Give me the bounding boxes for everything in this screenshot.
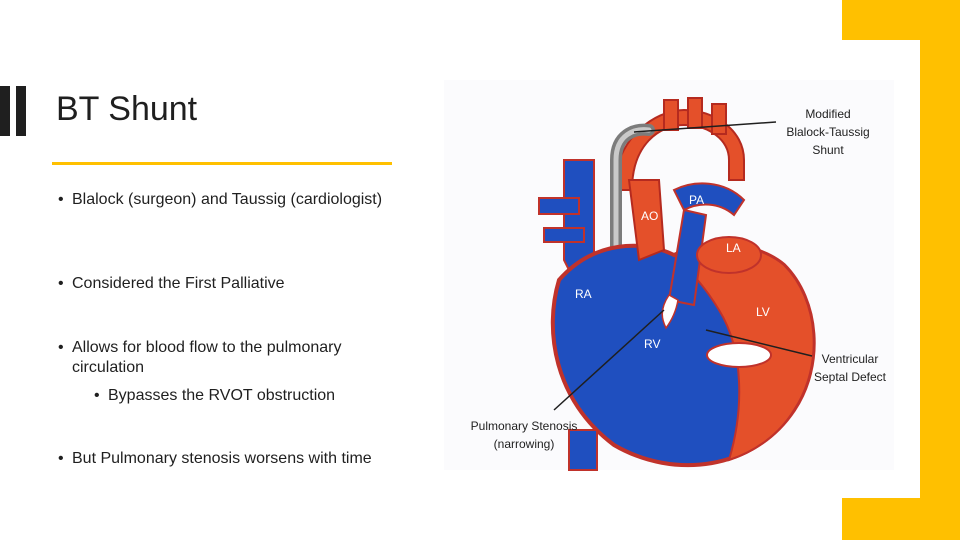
bullet-item: • Allows for blood flow to the pulmonary… — [54, 338, 394, 378]
ps-callout-line — [553, 309, 665, 411]
bullet-item: • But Pulmonary stenosis worsens with ti… — [54, 449, 394, 469]
pulmonary-trunk — [667, 208, 708, 307]
shunt-label-line: Modified — [805, 107, 850, 121]
bullet-text: Bypasses the RVOT obstruction — [108, 387, 336, 404]
vsd-label-line: Septal Defect — [814, 370, 887, 384]
aorta-branch — [687, 97, 703, 129]
bullet-text: Considered the First Palliative — [72, 275, 285, 292]
vsd-callout-line — [705, 329, 813, 357]
bullet-text: Allows for blood flow to the pulmonary c… — [72, 339, 342, 376]
sub-bullet-item: • Bypasses the RVOT obstruction — [90, 386, 430, 406]
title-underline — [52, 162, 392, 165]
bullet-text: Blalock (surgeon) and Taussig (cardiolog… — [72, 191, 383, 208]
stenotic-valve — [661, 294, 679, 330]
septal-defect — [706, 342, 772, 368]
ps-label-line: Pulmonary Stenosis — [471, 419, 578, 433]
title-accent-mark — [16, 86, 26, 136]
aorta-branch — [711, 103, 727, 135]
inferior-vena-cava — [568, 429, 598, 471]
shunt-callout-line — [633, 121, 777, 133]
bullet-item: • Considered the First Palliative — [54, 274, 394, 294]
bullet-icon: • — [58, 275, 64, 292]
left-atrium — [696, 236, 762, 274]
ps-label-line: (narrowing) — [494, 437, 555, 451]
shunt-label-line: Blalock-Taussig — [786, 125, 869, 139]
vein-branch — [538, 197, 580, 215]
vsd-label-line: Ventricular — [822, 352, 879, 366]
bullet-icon: • — [58, 339, 64, 356]
aortic-root — [627, 179, 666, 262]
label-rv: RV — [644, 337, 660, 351]
vein-branch — [543, 227, 585, 243]
bullet-text: But Pulmonary stenosis worsens with time — [72, 450, 372, 467]
shunt-label-line: Shunt — [812, 143, 844, 157]
title-accent-mark — [0, 86, 10, 136]
bullet-icon: • — [58, 191, 64, 208]
label-la: LA — [726, 241, 741, 255]
slide-title: BT Shunt — [56, 90, 198, 128]
bullet-item: • Blalock (surgeon) and Taussig (cardiol… — [54, 190, 394, 210]
label-pa: PA — [689, 193, 704, 207]
pulmonary-artery — [672, 182, 746, 217]
bullet-icon: • — [94, 387, 100, 404]
label-lv: LV — [756, 305, 770, 319]
heart-diagram: AO PA LA RA LV RV Modified Blalock-Tauss… — [444, 80, 894, 471]
bt-shunt-highlight — [613, 127, 652, 253]
label-ra: RA — [575, 287, 592, 301]
label-ao: AO — [641, 209, 658, 223]
bullet-icon: • — [58, 450, 64, 467]
aorta-branch — [663, 99, 679, 131]
